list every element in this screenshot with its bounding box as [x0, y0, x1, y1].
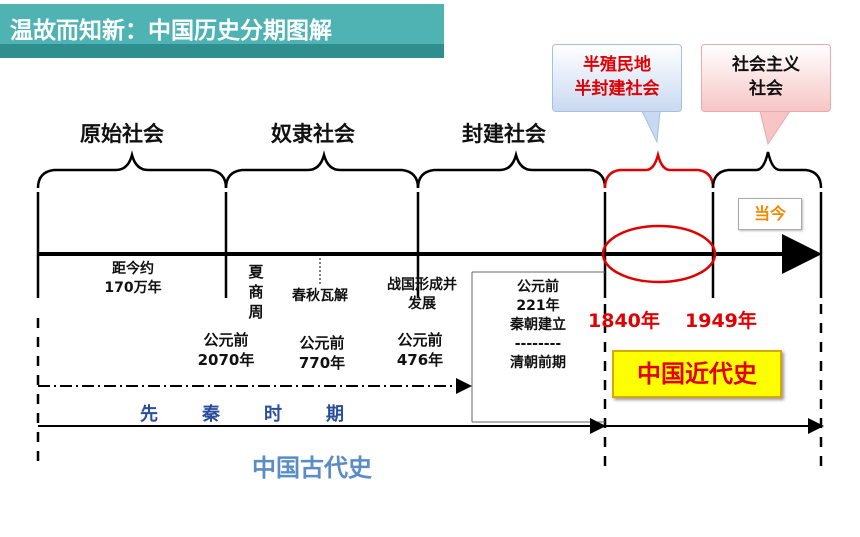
label-zhanguo-line1: 战国形成并 [387, 277, 457, 293]
brace-semi [603, 150, 715, 189]
label-bce-770-line1: 公元前 [299, 334, 345, 352]
bubble-semi-line1: 半殖民地 [583, 55, 651, 75]
page-title: 温故而知新：中国历史分期图解 [10, 18, 332, 44]
label-bce-2070-line1: 公元前 [203, 331, 249, 349]
brace-feudal [416, 150, 607, 189]
era-feudal: 封建社会 [462, 122, 546, 146]
label-qin-line2: 221年 [516, 298, 560, 314]
label-bce-476-line1: 公元前 [397, 331, 443, 349]
label-bce-476: 公元前 476年 [382, 330, 458, 370]
bubble-soc-tail [759, 110, 791, 146]
label-bce-476-line2: 476年 [396, 351, 444, 369]
brace-socialist [711, 151, 823, 189]
label-qin-box: 公元前 221年 秦朝建立 -------- 清朝前期 [482, 278, 594, 373]
label-qin-dashes: -------- [514, 336, 562, 352]
pre-qin-char-3: 时 [264, 404, 282, 425]
label-ago-line2: 170万年 [104, 280, 162, 296]
year-1840: 1840年 [588, 310, 660, 332]
modern-history-box: 中国近代史 [612, 350, 782, 398]
label-qin-line3: 秦朝建立 [510, 317, 566, 333]
label-bce-2070: 公元前 2070年 [186, 330, 266, 370]
label-shang: 商 [248, 283, 264, 301]
label-xia-shang-zhou: 夏 商 周 [245, 262, 267, 322]
bubble-socialist: 社会主义 社会 [701, 44, 831, 112]
brace-slave [224, 150, 420, 189]
label-ago: 距今约 170万年 [88, 260, 178, 298]
title-banner: 温故而知新：中国历史分期图解 [0, 4, 444, 58]
label-chunqiu: 春秋瓦解 [292, 288, 348, 304]
label-zhou: 周 [248, 303, 264, 321]
ancient-history-label: 中国古代史 [252, 454, 372, 482]
bubble-semi-line2: 半封建社会 [574, 79, 660, 99]
modern-highlight-ellipse [601, 224, 717, 284]
year-1949: 1949年 [685, 310, 757, 332]
label-zhanguo-line2: 发展 [408, 296, 436, 312]
bubble-soc-line2: 社会 [749, 79, 783, 99]
today-box: 当今 [738, 198, 802, 230]
label-qin-line4: 清朝前期 [510, 355, 566, 371]
label-zhanguo: 战国形成并 发展 [372, 276, 472, 314]
pre-qin-char-4: 期 [326, 404, 344, 425]
bubble-soc-line1: 社会主义 [732, 55, 800, 75]
bubble-semi-tail [641, 110, 661, 144]
era-slave: 奴隶社会 [271, 122, 355, 146]
label-bce-2070-line2: 2070年 [197, 351, 255, 369]
brace-primitive [36, 150, 228, 189]
pre-qin-char-2: 秦 [202, 404, 220, 425]
bubble-semi-colonial: 半殖民地 半封建社会 [552, 44, 682, 112]
label-ago-line1: 距今约 [112, 261, 154, 277]
label-bce-770: 公元前 770年 [284, 333, 360, 373]
label-bce-770-line2: 770年 [298, 354, 346, 372]
pre-qin-label: 先秦时期 [140, 400, 380, 426]
title-banner-stripe [0, 44, 444, 58]
label-qin-line1: 公元前 [517, 279, 559, 295]
pre-qin-char-1: 先 [140, 404, 158, 425]
label-xia: 夏 [248, 263, 264, 281]
era-primitive: 原始社会 [80, 122, 164, 146]
